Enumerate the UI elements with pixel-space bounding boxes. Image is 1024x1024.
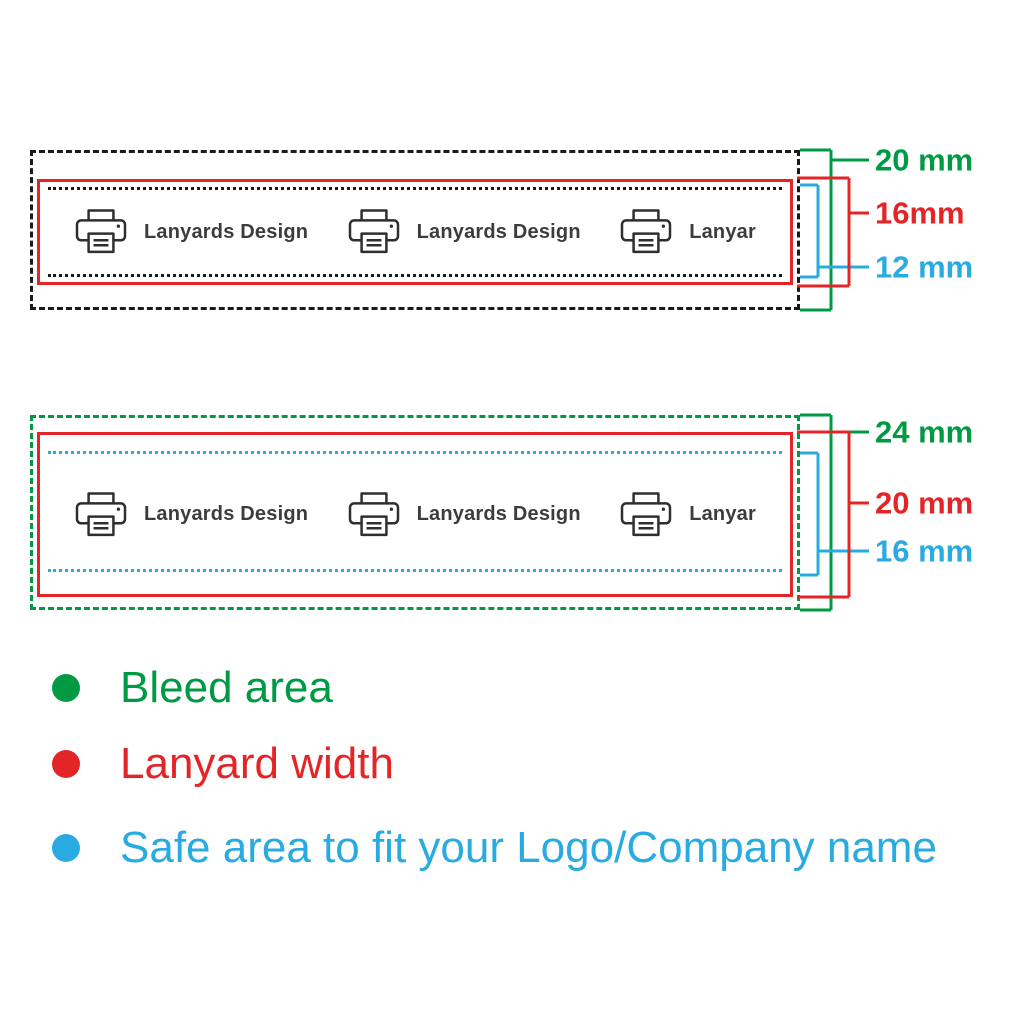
lanyard-width-outline: Lanyards Design Lanyards Design Lanyar	[37, 179, 793, 285]
print-sample-label: Lanyards Design	[416, 503, 581, 525]
printer-icon	[74, 491, 128, 539]
measurements-top: 20 mm 16mm 12 mm	[797, 143, 973, 312]
bleed-measure-bracket	[800, 413, 869, 612]
print-sample-label: Lanyards Design	[144, 503, 309, 525]
legend-label: Lanyard width	[120, 739, 394, 788]
printer-icon	[619, 491, 673, 539]
lanyard-print-strip: Lanyards Design Lanyards Design Lanyar	[40, 182, 790, 282]
bleed-color-dot	[52, 674, 80, 702]
print-sample: Lanyards Design	[347, 491, 581, 539]
print-sample: Lanyards Design	[74, 491, 308, 539]
width-measure-bracket	[797, 430, 869, 599]
bleed-measurement-label: 20 mm	[875, 143, 973, 178]
legend-label: Bleed area	[120, 663, 333, 712]
safe-area-line-top	[48, 187, 782, 190]
lanyard-width-color-dot	[52, 750, 80, 778]
width-measurement-label: 20 mm	[875, 486, 973, 521]
bleed-area-outline: Lanyards Design Lanyards Design Lanyar	[30, 150, 800, 310]
print-sample-label: Lanyar	[689, 503, 756, 525]
safe-area-color-dot	[52, 834, 80, 862]
printer-icon	[619, 208, 673, 256]
lanyard-width-outline: Lanyards Design Lanyards Design Lanyar	[37, 432, 793, 597]
print-sample: Lanyards Design	[74, 208, 308, 256]
print-sample: Lanyar	[619, 491, 756, 539]
lanyard-diagram-20mm: Lanyards Design Lanyards Design Lanyar	[30, 415, 800, 610]
print-sample: Lanyards Design	[347, 208, 581, 256]
safe-area-line-top	[48, 451, 782, 454]
printer-icon	[347, 491, 401, 539]
safe-area-line-bottom	[48, 274, 782, 277]
bleed-measure-bracket	[800, 148, 869, 312]
safe-measure-bracket	[800, 183, 869, 279]
legend-item-bleed-area: Bleed area	[52, 663, 333, 713]
bleed-area-outline: Lanyards Design Lanyards Design Lanyar	[30, 415, 800, 610]
safe-area-line-bottom	[48, 569, 782, 572]
measurements-bottom: 24 mm 20 mm 16 mm	[797, 413, 973, 612]
print-sample-label: Lanyar	[689, 220, 756, 243]
safe-measurement-label: 16 mm	[875, 534, 973, 569]
safe-measure-bracket	[800, 451, 869, 577]
bleed-measurement-label: 24 mm	[875, 415, 973, 450]
print-sample-label: Lanyards Design	[144, 220, 309, 243]
legend-item-safe-area: Safe area to fit your Logo/Company name	[52, 823, 937, 873]
legend-item-lanyard-width: Lanyard width	[52, 739, 394, 789]
lanyard-print-strip: Lanyards Design Lanyards Design Lanyar	[40, 435, 790, 594]
print-sample-label: Lanyards Design	[416, 220, 581, 243]
legend-label: Safe area to fit your Logo/Company name	[120, 823, 937, 872]
safe-measurement-label: 12 mm	[875, 250, 973, 285]
print-sample: Lanyar	[619, 208, 756, 256]
width-measure-bracket	[797, 176, 869, 288]
width-measurement-label: 16mm	[875, 196, 965, 231]
lanyard-diagram-16mm: Lanyards Design Lanyards Design Lanyar	[30, 150, 800, 310]
printer-icon	[74, 208, 128, 256]
printer-icon	[347, 208, 401, 256]
